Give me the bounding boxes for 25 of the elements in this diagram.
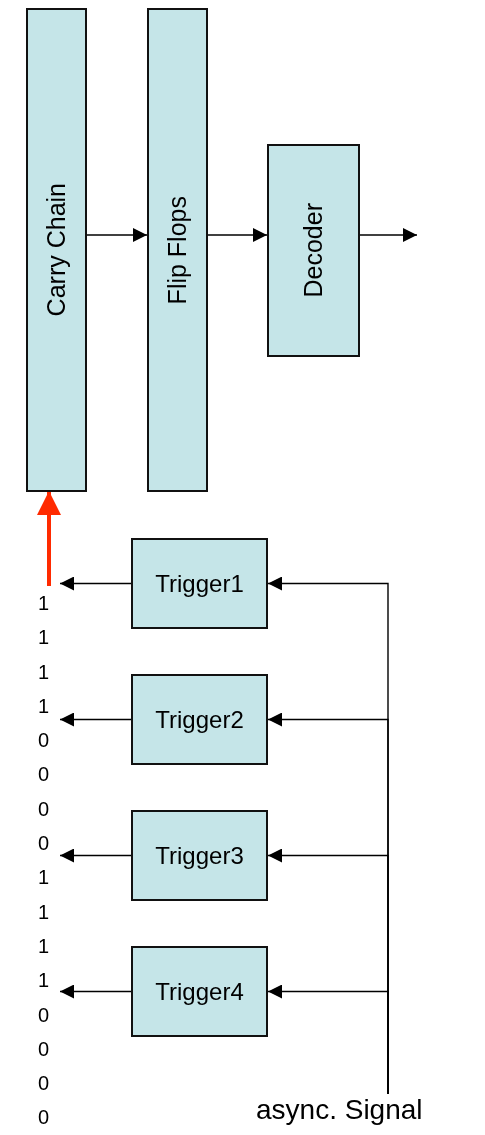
- arrow: [59, 848, 132, 863]
- box-label: Trigger4: [155, 977, 244, 1006]
- box-label: Carry Chain: [42, 183, 71, 317]
- box-label: Trigger2: [155, 705, 244, 734]
- arrow: [359, 228, 418, 242]
- process-box: [131, 538, 268, 629]
- box-label: Trigger3: [155, 841, 244, 870]
- arrow: [267, 984, 389, 1095]
- box-label: Flip Flops: [163, 195, 192, 305]
- process-box: [131, 674, 268, 765]
- arrow: [86, 228, 148, 242]
- process-box: [267, 144, 360, 357]
- process-box: [26, 8, 87, 492]
- box-label: Decoder: [299, 203, 328, 298]
- process-box: [147, 8, 208, 492]
- signal-label: async. Signal: [256, 1094, 423, 1125]
- process-box: [131, 810, 268, 901]
- box-label: Trigger1: [155, 569, 244, 598]
- arrow: [207, 228, 268, 242]
- process-box: [131, 946, 268, 1037]
- arrow: [59, 712, 132, 727]
- arrow: [37, 491, 61, 586]
- arrow: [59, 984, 132, 999]
- bit-sequence: 1 1 1 1 0 0 0 0 1 1 1 1 0 0 0 0: [38, 592, 50, 1129]
- arrow: [59, 576, 132, 591]
